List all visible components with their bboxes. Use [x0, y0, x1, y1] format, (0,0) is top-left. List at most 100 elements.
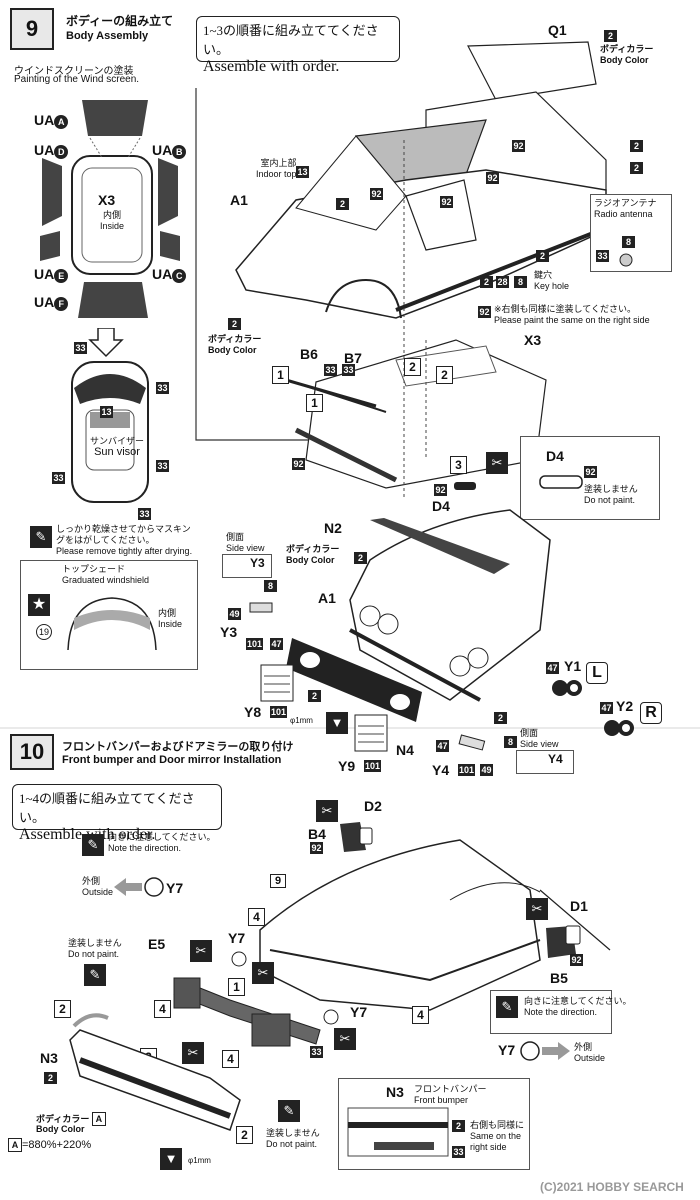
left-marker: L	[586, 662, 608, 684]
y2-lamp-icon	[604, 720, 634, 736]
n4-label: N4	[396, 742, 414, 758]
phi-1mm-bumper: φ1mm	[188, 1156, 211, 1165]
code-33-n3-detail: 33	[452, 1146, 465, 1158]
y8-label: Y8	[244, 704, 262, 720]
mirror-b4-icon	[340, 822, 373, 852]
front-body-step10	[259, 839, 611, 1011]
step-10-order-note: 1~4の順番に組み立ててください。 Assemble with order.	[12, 784, 222, 843]
direction-note-left: 向きに注意してください。Note the direction.	[108, 832, 216, 853]
step-9-number: 9	[10, 8, 54, 50]
step-4-marker-d: 4	[412, 1006, 429, 1024]
code-2-rear-b: 2	[630, 162, 643, 174]
y1-label: Y1	[564, 658, 582, 674]
y1-lamp-icon	[552, 680, 582, 696]
masking-note: しっかり乾燥させてからマスキングをはがしてください。Please remove …	[56, 524, 193, 556]
step-1-marker-b: 1	[306, 394, 323, 412]
q1-label: Q1	[548, 22, 567, 38]
b5-label: B5	[550, 970, 568, 986]
y9-lens-icon	[354, 714, 388, 752]
code-2-a1: 2	[228, 318, 241, 330]
y2-label: Y2	[616, 698, 634, 714]
code-2-hood: 2	[336, 198, 349, 210]
step-2-marker-a: 2	[404, 358, 421, 376]
grille-n4	[286, 638, 422, 722]
d1-label: D1	[570, 898, 588, 914]
code-47-y1: 47	[546, 662, 559, 674]
order-note-en: Assemble with order.	[203, 58, 340, 75]
step-1-marker-a: 1	[272, 366, 289, 384]
brush-icon: ✎	[30, 526, 52, 548]
step-2-marker-10a: 2	[54, 1000, 71, 1018]
code-33-c: 33	[52, 472, 65, 484]
b6-label: B6	[300, 346, 318, 362]
code-33-wiper-b: 33	[342, 364, 355, 376]
d4-label-a: D4	[432, 498, 450, 514]
code-2-bumper-side: 2	[494, 712, 507, 724]
sunvisor-diagram	[71, 361, 149, 503]
front-bumper-n3	[69, 1029, 241, 1131]
cement-icon-bumper: ✂	[182, 1042, 204, 1064]
code-2-side: 2	[536, 250, 549, 262]
code-28-keyhole: 28	[496, 276, 509, 288]
step-3-marker: 3	[450, 456, 467, 474]
drill-icon-10: ▼	[160, 1148, 182, 1170]
bumper-arrow-icon	[72, 1013, 109, 1028]
code-101-y8: 101	[270, 706, 288, 718]
d2-label: D2	[364, 798, 382, 814]
y3-side-label: Y3	[250, 556, 265, 570]
n3-detail-label: N3	[386, 1084, 404, 1100]
y8-lens-icon	[260, 664, 294, 702]
code-2-grille: 2	[308, 690, 321, 702]
windscreen-title-en: Painting of the Wind screen.	[14, 74, 140, 85]
cement-icon-d2: ✂	[316, 800, 338, 822]
topshade-windshield-diagram	[67, 597, 157, 651]
cement-icon-grille: ✂	[252, 962, 274, 984]
code-2-n2: 2	[354, 552, 367, 564]
spoiler-n2	[370, 518, 510, 574]
brush-icon-nopaint: ✎	[84, 964, 106, 986]
code-47-y2: 47	[600, 702, 613, 714]
y4-label: Y4	[432, 762, 450, 778]
y7-label-d: Y7	[498, 1042, 516, 1058]
arrow-right-icon	[520, 1041, 570, 1061]
y7-label-c: Y7	[350, 1004, 368, 1020]
code-92-right: 92	[478, 306, 491, 318]
code-2-rear-a: 2	[630, 140, 643, 152]
paint-formula: A=880%+220%	[8, 1138, 91, 1152]
b7-label: B7	[344, 350, 362, 366]
step-4-marker-c: 4	[222, 1050, 239, 1068]
mirror-part-icon	[454, 482, 476, 490]
code-92-door: 92	[440, 196, 453, 208]
brush-icon-nopaint-b: ✎	[278, 1100, 300, 1122]
right-marker: R	[640, 702, 662, 724]
e5-label: E5	[148, 936, 166, 952]
y3-side-box	[222, 554, 272, 578]
x3-label: X3	[98, 192, 116, 208]
code-92-roof: 92	[370, 188, 383, 200]
arrow-left-icon	[114, 877, 164, 897]
y7-lens-icon-a	[231, 951, 247, 967]
cement-icon-d1: ✂	[526, 898, 548, 920]
y7-label-b: Y7	[228, 930, 246, 946]
cement-icon: ✂	[486, 452, 508, 474]
front-car-diagram	[349, 509, 551, 702]
code-8-y3: 8	[264, 580, 277, 592]
code-101-y3: 101	[246, 638, 264, 650]
code-33-b: 33	[156, 382, 169, 394]
phi-1mm-grille: φ1mm	[290, 716, 313, 725]
code-33-d: 33	[156, 460, 169, 472]
code-33-e: 33	[138, 508, 151, 520]
rear-mirror-icon	[539, 475, 583, 489]
